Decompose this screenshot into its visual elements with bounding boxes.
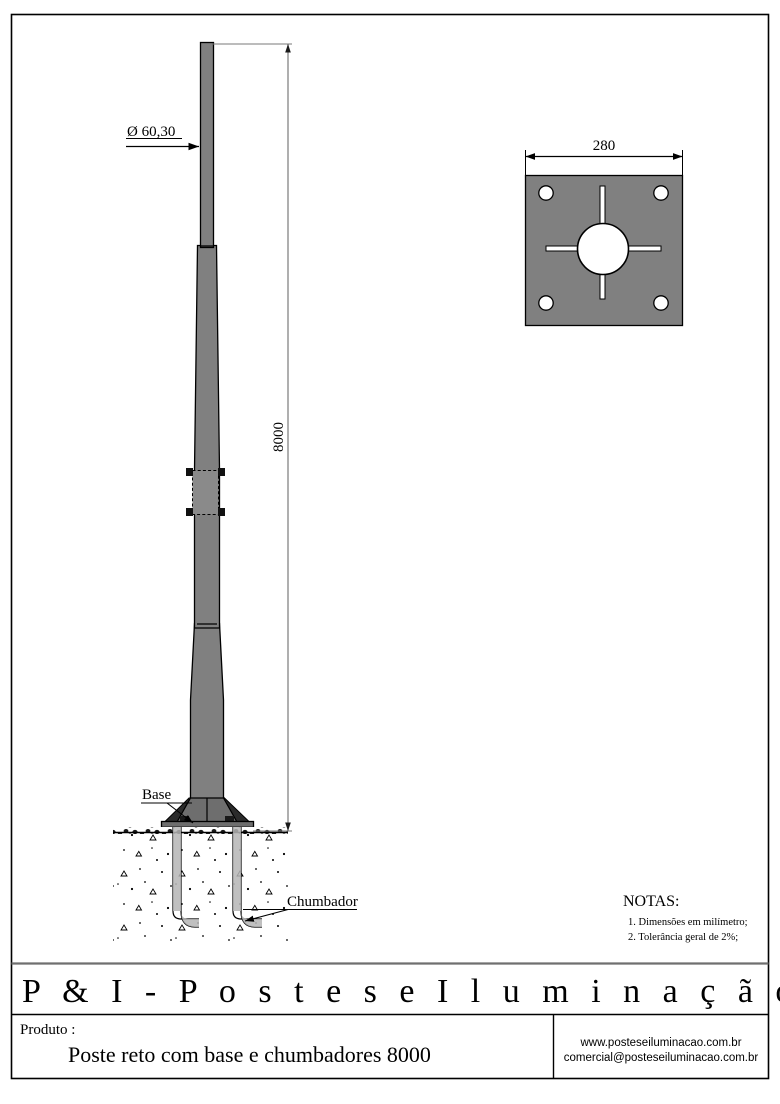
anchor-leader: Chumbador xyxy=(243,894,358,922)
product-label: Produto : xyxy=(20,1022,75,1038)
sheet-border xyxy=(10,13,770,1080)
base-label: Base xyxy=(142,787,172,803)
product-name: Poste reto com base e chumbadores 8000 xyxy=(68,1042,431,1067)
pole-joint-seams xyxy=(197,245,217,625)
anchor-bolts xyxy=(172,827,262,928)
base-plate-plan-view: 280 xyxy=(524,138,684,327)
company-website: www.posteseiluminacao.com.br xyxy=(579,1037,741,1049)
pole-segment-middle xyxy=(193,244,221,629)
plate-bolt-hole-tr xyxy=(653,185,669,201)
notes-block: NOTAS: 1. Dimensões em milímetro; 2. Tol… xyxy=(623,893,748,943)
pole-segment-top xyxy=(199,41,215,249)
notes-item-1: 1. Dimensões em milímetro; xyxy=(628,917,748,928)
notes-heading: NOTAS: xyxy=(623,893,680,910)
company-email: comercial@posteseiluminacao.com.br xyxy=(564,1052,759,1064)
plate-width-dimension: 280 xyxy=(525,138,683,176)
title-block: P & I - P o s t e s e I l u m i n a ç ã … xyxy=(11,962,780,1079)
diameter-label: Ø 60,30 xyxy=(127,124,175,140)
diameter-dimension: Ø 60,30 xyxy=(126,124,199,151)
pole-segment-lower xyxy=(189,622,225,823)
plate-bolt-hole-br xyxy=(653,295,669,311)
plate-bolt-hole-bl xyxy=(538,295,554,311)
base-plate-assembly xyxy=(160,796,255,833)
plate-width-label: 280 xyxy=(593,138,616,154)
plate-center-hole xyxy=(576,222,630,276)
plate-bolt-hole-tl xyxy=(538,185,554,201)
anchor-label: Chumbador xyxy=(287,894,358,910)
notes-item-2: 2. Tolerância geral de 2%; xyxy=(628,932,738,943)
company-brand: P & I - P o s t e s e I l u m i n a ç ã … xyxy=(22,973,780,1010)
height-dimension: 8000 xyxy=(213,43,292,832)
height-label: 8000 xyxy=(271,422,287,452)
inspection-hatch xyxy=(186,468,225,516)
pole-elevation-view xyxy=(113,41,288,941)
base-leader: Base xyxy=(141,787,194,824)
